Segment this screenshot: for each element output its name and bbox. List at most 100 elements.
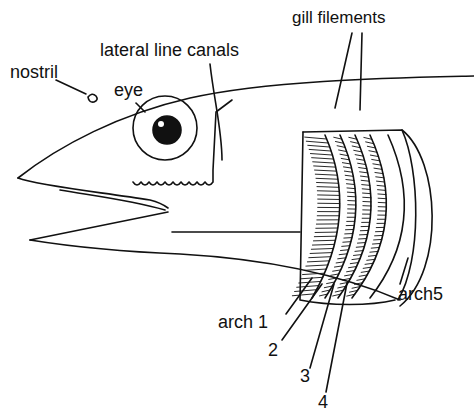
gill-filament bbox=[372, 243, 380, 245]
gill-filament bbox=[308, 145, 330, 147]
upper-jaw bbox=[18, 178, 168, 208]
part-label: gill filements bbox=[292, 8, 386, 28]
part-label: lateral line canals bbox=[100, 40, 239, 60]
operculum-edge bbox=[303, 130, 432, 306]
gill-opening bbox=[300, 132, 395, 305]
gill-filament bbox=[363, 193, 371, 195]
gill-filament bbox=[324, 286, 332, 288]
gill-filament bbox=[378, 206, 386, 207]
callout-number: 3 bbox=[300, 366, 310, 386]
gill-filament bbox=[348, 196, 356, 198]
gill-filament bbox=[345, 175, 353, 176]
gill-filament bbox=[360, 230, 368, 231]
gill-filament bbox=[347, 192, 355, 194]
gill-filament bbox=[322, 290, 330, 292]
gill-filament bbox=[346, 179, 354, 181]
gill-filament bbox=[339, 150, 347, 152]
cheek-line bbox=[172, 231, 300, 233]
gill-filament bbox=[362, 184, 370, 186]
gill-filament bbox=[373, 164, 381, 165]
gill-filament bbox=[375, 231, 383, 232]
gill-filament bbox=[361, 271, 369, 272]
gill-filament bbox=[338, 258, 346, 259]
gill-filament bbox=[359, 168, 367, 169]
gill-filament bbox=[313, 162, 335, 163]
part-label: arch5 bbox=[398, 284, 443, 304]
leader-line bbox=[210, 64, 222, 160]
gill-filament bbox=[376, 177, 384, 178]
gill-filament bbox=[367, 146, 375, 148]
gill-filament bbox=[352, 259, 360, 260]
gill-filament bbox=[378, 215, 386, 216]
gill-filament bbox=[378, 198, 386, 200]
gill-filament bbox=[342, 245, 350, 247]
gill-filament bbox=[376, 181, 384, 183]
gill-filament bbox=[360, 176, 368, 177]
leader-line bbox=[335, 33, 352, 108]
gill-filament bbox=[374, 168, 382, 169]
gill-filament bbox=[344, 237, 352, 239]
gill-filament bbox=[363, 201, 371, 202]
gill-filament bbox=[363, 197, 371, 199]
gill-filament bbox=[347, 183, 355, 185]
callout-number: 2 bbox=[268, 340, 278, 360]
gill-filament bbox=[374, 239, 382, 241]
gill-filament bbox=[354, 254, 362, 256]
leader-line bbox=[56, 80, 86, 94]
gill-filament bbox=[317, 186, 339, 188]
gill-filament bbox=[292, 294, 314, 296]
gill-filament bbox=[335, 141, 343, 143]
gill-filament bbox=[347, 213, 355, 214]
gill-filament bbox=[364, 137, 372, 139]
gill-filament bbox=[356, 246, 364, 248]
part-label: nostril bbox=[10, 62, 58, 82]
gill-filament bbox=[342, 163, 350, 164]
part-label: arch 1 bbox=[218, 312, 268, 332]
gill-filament bbox=[314, 166, 336, 167]
gill-filament bbox=[343, 167, 351, 168]
gill-filament bbox=[340, 154, 348, 156]
gill-filament bbox=[314, 236, 336, 238]
gill-filament bbox=[317, 182, 339, 184]
lower-jaw bbox=[30, 212, 168, 240]
gill-filament bbox=[295, 290, 317, 292]
eye-highlight bbox=[158, 121, 164, 127]
gill-filament bbox=[316, 178, 338, 180]
gill-filament bbox=[315, 170, 337, 171]
gill-filament bbox=[363, 205, 371, 206]
gill-filament bbox=[365, 263, 373, 264]
leader-line bbox=[326, 283, 347, 392]
pupil bbox=[153, 116, 181, 144]
gill-filament bbox=[354, 150, 362, 152]
gill-filament bbox=[345, 274, 353, 275]
gill-filament bbox=[319, 294, 327, 296]
gill-arch bbox=[352, 135, 386, 298]
gill-filament bbox=[357, 279, 365, 281]
gill-filament bbox=[349, 267, 357, 268]
gill-filament bbox=[363, 214, 371, 215]
gill-filament bbox=[318, 199, 340, 200]
gill-filament bbox=[361, 180, 369, 182]
gill-filament bbox=[375, 235, 383, 236]
gill-filament bbox=[368, 255, 376, 257]
gill-filament bbox=[355, 250, 363, 252]
gill-filament bbox=[307, 261, 329, 262]
gill-filament bbox=[334, 137, 342, 139]
callout-number: 4 bbox=[318, 392, 328, 412]
gill-filament bbox=[378, 189, 386, 191]
gill-filament bbox=[309, 149, 331, 151]
leader-line bbox=[400, 258, 408, 284]
gill-filament bbox=[357, 242, 365, 244]
gill-filament bbox=[375, 172, 383, 173]
gill-filament bbox=[306, 265, 328, 266]
gill-filament bbox=[343, 241, 351, 243]
gill-filament bbox=[348, 200, 356, 201]
gill-filament bbox=[347, 187, 355, 189]
gill-filament bbox=[360, 234, 368, 235]
gill-filament bbox=[377, 185, 385, 187]
gill-filament bbox=[329, 278, 337, 280]
gill-filament bbox=[378, 210, 386, 211]
gill-filament bbox=[310, 252, 332, 254]
